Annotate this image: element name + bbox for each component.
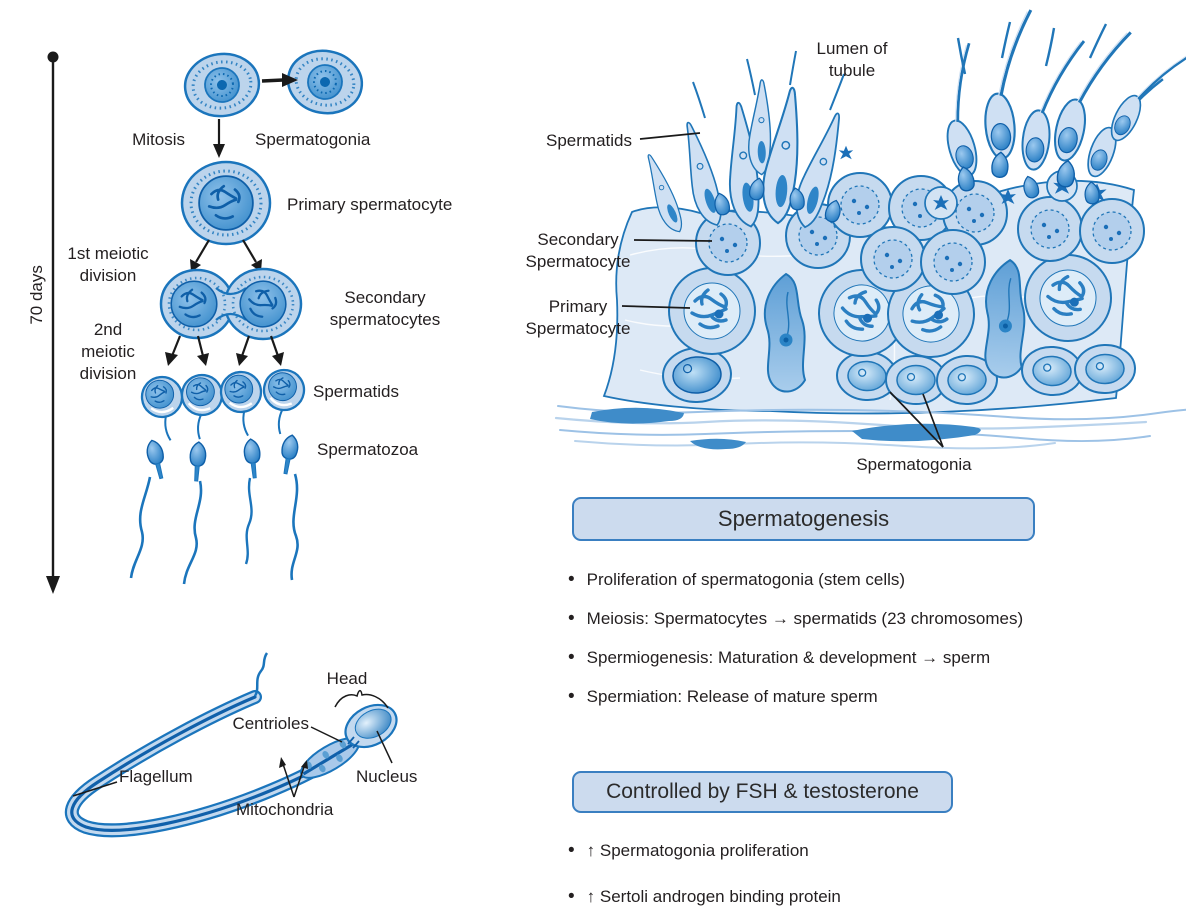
control-box: Controlled by FSH & testosterone	[572, 771, 953, 813]
spermatogenesis-box: Spermatogenesis	[572, 497, 1035, 541]
spermatid-bundle-right	[921, 8, 1186, 205]
tubule-spermatids-label: Spermatids	[546, 131, 632, 150]
secondary-spermatocytes-cells-art	[159, 267, 303, 366]
flagellum-label: Flagellum	[119, 767, 193, 786]
tubule-primary-label: Primary Spermatocyte	[525, 297, 631, 338]
control-box-title: Controlled by FSH & testosterone	[606, 780, 919, 803]
timeline-arrow-art	[46, 51, 60, 594]
spermatids-label: Spermatids	[313, 382, 399, 401]
nucleus-label: Nucleus	[356, 767, 418, 786]
lumen-label: Lumen of tubule	[816, 39, 888, 80]
spermatogenesis-bullet: Spermiation: Release of mature sperm	[568, 687, 1180, 707]
seminiferous-tubule-art	[554, 8, 1186, 450]
spermatozoa-art	[129, 433, 301, 585]
second-meiotic-division-label: 2nd meiotic division	[79, 320, 137, 383]
spermatogonia-label: Spermatogonia	[255, 130, 371, 149]
spermatogenesis-box-title: Spermatogenesis	[717, 506, 890, 531]
control-bullet: ↑ Sertoli androgen binding protein	[568, 887, 1180, 907]
spermatogenesis-bullet: Meiosis: Spermatocytes → spermatids (23 …	[568, 609, 1180, 629]
control-bullet: ↑ Spermatogonia proliferation	[568, 841, 1180, 861]
spermatogenesis-bullet: Proliferation of spermatogonia (stem cel…	[568, 570, 1180, 590]
timeline-label: 70 days	[27, 265, 47, 325]
head-label: Head	[326, 669, 368, 688]
sperm-anatomy-art	[64, 652, 398, 838]
secondary-spermatocytes-label: Secondary spermatocytes	[329, 288, 441, 329]
tubule-spermatogonia-label: Spermatogonia	[856, 455, 972, 474]
spermatogenesis-bullet: Spermiogenesis: Maturation & development…	[568, 648, 1180, 668]
spermatogenesis-bullet-list: Proliferation of spermatogonia (stem cel…	[568, 570, 1180, 707]
spermatozoa-label: Spermatozoa	[317, 440, 419, 459]
primary-spermatocyte-cell-art	[180, 160, 272, 272]
first-meiotic-division-label: 1st meiotic division	[67, 244, 149, 285]
primary-spermatocyte-label: Primary spermatocyte	[287, 195, 453, 214]
mitochondria-label: Mitochondria	[236, 800, 334, 819]
spermatogonia-cells-art	[179, 43, 369, 158]
mitosis-label: Mitosis	[132, 130, 185, 149]
tubule-leader-lines	[621, 132, 944, 448]
spermatid-cells-art	[140, 367, 307, 443]
control-bullet-list: ↑ Spermatogonia proliferation ↑ Sertoli …	[568, 841, 1180, 907]
tubule-secondary-label: Secondary Spermatocyte	[525, 230, 631, 271]
centrioles-label: Centrioles	[232, 714, 309, 733]
spermatid-bundle-left	[635, 50, 847, 237]
